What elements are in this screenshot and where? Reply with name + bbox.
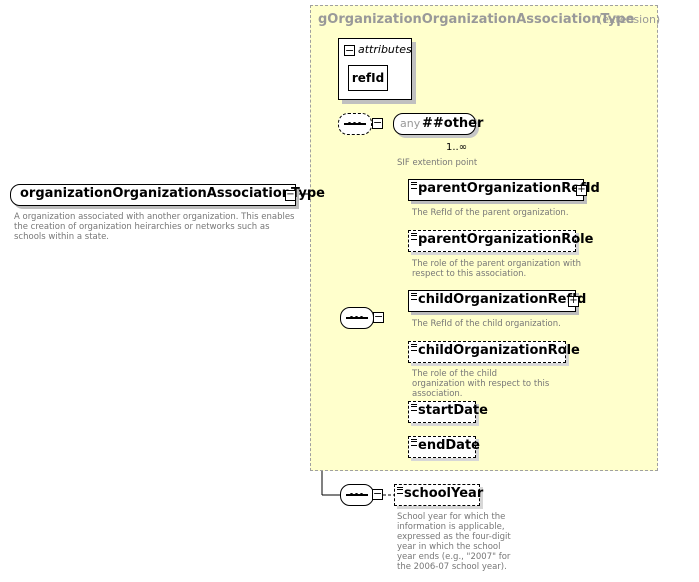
any-description: SIF extention point — [397, 158, 478, 168]
element-school-year[interactable]: schoolYear — [394, 484, 484, 506]
element-end-date[interactable]: endDate — [408, 436, 480, 458]
attribute-refid[interactable]: refId — [348, 65, 388, 91]
collapse-school-year-sequence-button[interactable]: − — [372, 487, 383, 500]
element-label: startDate — [418, 403, 488, 418]
root-description: A organization associated with another o… — [14, 212, 295, 242]
school-year-sequence[interactable] — [340, 484, 374, 506]
school-year-description: School year for which the information is… — [397, 512, 511, 572]
any-prefix: any — [400, 117, 421, 130]
element-icon — [411, 233, 417, 240]
element-description: The RefId of the parent organization. — [412, 208, 569, 218]
extension-title: gOrganizationOrganizationAssociationType — [318, 12, 635, 27]
collapse-main-sequence-button[interactable]: − — [373, 310, 384, 323]
element-icon — [411, 439, 417, 446]
root-element-label: organizationOrganizationAssociationType — [20, 186, 325, 201]
element-label: childOrganizationRole — [418, 343, 580, 358]
main-sequence[interactable] — [340, 307, 374, 329]
attributes-label: attributes — [358, 43, 412, 56]
element-label: parentOrganizationRole — [418, 232, 594, 247]
collapse-root-button[interactable]: − — [285, 189, 296, 201]
collapse-attributes-button[interactable]: − — [344, 44, 355, 57]
element-child-organization-refid[interactable]: childOrganizationRefId + — [408, 290, 586, 312]
element-icon — [411, 344, 417, 351]
element-icon — [411, 293, 417, 300]
element-icon — [411, 182, 417, 189]
any-name: ##other — [422, 116, 484, 131]
element-label: childOrganizationRefId — [418, 292, 587, 307]
element-parent-organization-refid[interactable]: parentOrganizationRefId + — [408, 179, 600, 201]
element-parent-organization-role[interactable]: parentOrganizationRole — [408, 230, 593, 252]
root-element[interactable]: organizationOrganizationAssociationType … — [10, 184, 325, 206]
collapse-any-sequence-button[interactable]: − — [372, 116, 383, 129]
element-description: The RefId of the child organization. — [412, 319, 561, 329]
extension-kind: (extension) — [598, 13, 661, 26]
any-cardinality: 1..∞ — [446, 142, 468, 153]
element-label: schoolYear — [404, 486, 484, 501]
any-other-element[interactable]: any ##other — [393, 113, 483, 135]
element-label: parentOrganizationRefId — [418, 181, 600, 196]
element-description: The role of the parent organization with… — [412, 259, 582, 279]
element-icon — [397, 487, 403, 494]
element-description: The role of the child organization with … — [412, 369, 550, 399]
expand-parent-organization-refid-button[interactable]: + — [576, 184, 587, 196]
expand-child-organization-refid-button[interactable]: + — [568, 295, 579, 307]
element-start-date[interactable]: startDate — [408, 401, 488, 423]
element-label: endDate — [418, 438, 480, 453]
any-sequence[interactable] — [338, 113, 372, 135]
element-child-organization-role[interactable]: childOrganizationRole — [408, 341, 580, 363]
element-icon — [411, 404, 417, 411]
